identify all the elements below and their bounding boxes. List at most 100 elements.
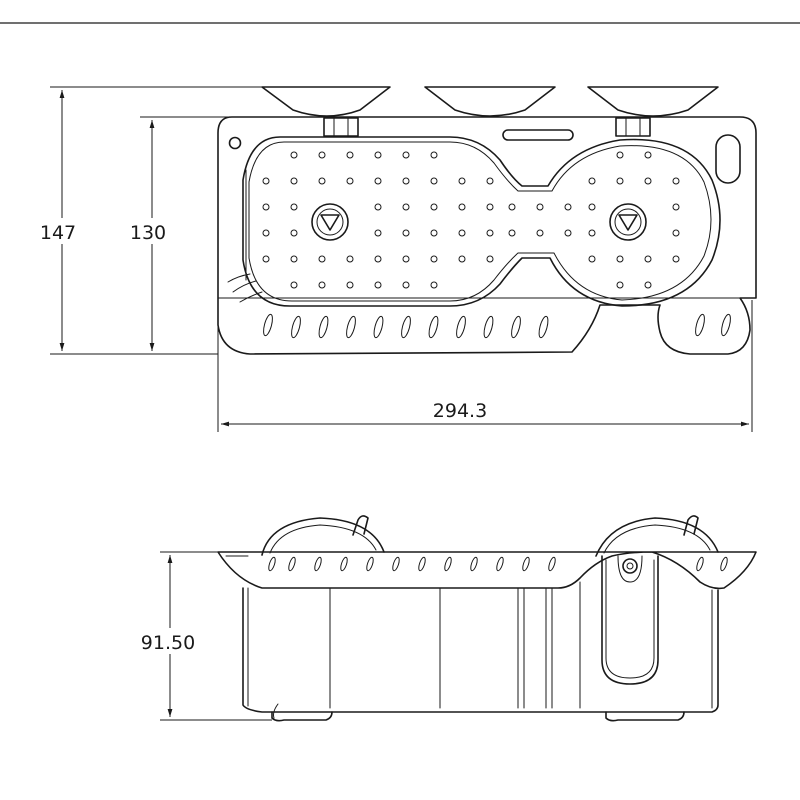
drain-hole (564, 229, 572, 237)
vent-slot (456, 315, 466, 339)
vent-slot (340, 556, 348, 572)
drain-hole (262, 177, 270, 185)
drain-hole (588, 177, 596, 185)
drain-hole (430, 255, 438, 263)
side-rim (217, 551, 757, 590)
drain-hole (644, 177, 652, 185)
vent-slot (695, 313, 705, 337)
vent-slot (538, 315, 549, 339)
drain-hole (458, 229, 466, 237)
suction-cup-left (261, 86, 391, 137)
vent-slot (314, 556, 322, 572)
drain-hole (672, 255, 680, 263)
drain-hole (588, 229, 596, 237)
drain-hole (374, 255, 382, 263)
side-vent-slots (227, 273, 263, 303)
vent-slot (318, 315, 329, 339)
vent-slot (268, 556, 276, 572)
drain-hole (508, 229, 516, 237)
drain-hole (536, 203, 544, 211)
foot-right (605, 711, 685, 722)
drain-hole (290, 229, 298, 237)
drain-hole (402, 229, 410, 237)
drain-hole (486, 203, 494, 211)
drain-hole (588, 255, 596, 263)
vent-slot (373, 315, 384, 339)
dimension-width: 294.3 (217, 300, 753, 432)
drain-hole (402, 151, 410, 159)
vent-slot (291, 315, 301, 339)
foot-left (271, 711, 333, 722)
drain-hole (616, 255, 624, 263)
vent-slot (720, 556, 728, 572)
triangle-down-icon (320, 214, 340, 231)
drain-hole (374, 203, 382, 211)
vent-slot (392, 556, 400, 572)
dim-label-130: 130 (130, 222, 166, 244)
drain-hole (486, 255, 494, 263)
drain-hole (374, 177, 382, 185)
drain-hole (616, 151, 624, 159)
drain-hole (346, 255, 354, 263)
drain-hole (290, 151, 298, 159)
dim-label-91-50: 91.50 (141, 632, 195, 654)
drain-hole (262, 255, 270, 263)
drain-hole (262, 203, 270, 211)
top-view (217, 86, 757, 355)
drain-hole (290, 255, 298, 263)
drain-hole (262, 229, 270, 237)
drain-hole (458, 177, 466, 185)
vent-slot (522, 556, 530, 572)
drain-hole (374, 281, 382, 289)
dimension-side-height: 91.50 (134, 551, 272, 721)
hanging-slot (715, 134, 741, 184)
vent-slot (721, 313, 731, 337)
drain-hole (290, 281, 298, 289)
drain-hole (588, 203, 596, 211)
drain-hole (346, 177, 354, 185)
drain-hole (402, 177, 410, 185)
drain-hole (458, 203, 466, 211)
drain-hole (616, 281, 624, 289)
cup-slot (601, 555, 659, 685)
drain-hole-grid (262, 151, 680, 289)
drain-hole (318, 177, 326, 185)
holder-outline (217, 116, 757, 355)
vent-slot (511, 315, 521, 339)
drain-hole (402, 255, 410, 263)
drain-hole (318, 281, 326, 289)
vent-slot (418, 556, 426, 572)
drain-hole (318, 151, 326, 159)
drain-hole (536, 229, 544, 237)
drain-hole (290, 177, 298, 185)
vent-slot (366, 556, 374, 572)
drain-hole (402, 281, 410, 289)
drain-hole (430, 151, 438, 159)
drain-hole (290, 203, 298, 211)
drain-hole (318, 255, 326, 263)
rim-vent-slots (268, 556, 728, 572)
drain-hole (346, 281, 354, 289)
drain-hole (486, 177, 494, 185)
side-body (242, 587, 719, 713)
drain-hole (644, 281, 652, 289)
vent-slot (401, 315, 411, 339)
vent-slot (548, 556, 556, 572)
vent-slot (346, 315, 356, 339)
sponge-basin (242, 136, 721, 307)
drain-hole (672, 203, 680, 211)
mount-hole (228, 136, 242, 150)
drain-hole (616, 177, 624, 185)
dimension-overall-height: 147 (30, 86, 262, 355)
drain-hole (430, 203, 438, 211)
drain-hole (644, 255, 652, 263)
front-vent-slots (263, 313, 731, 339)
vent-slot (263, 313, 273, 337)
drain-hole (430, 177, 438, 185)
drain-hole (458, 255, 466, 263)
suction-cup-right (587, 86, 719, 137)
top-slot (502, 129, 574, 141)
vent-slot (444, 556, 452, 572)
side-view (217, 515, 757, 722)
